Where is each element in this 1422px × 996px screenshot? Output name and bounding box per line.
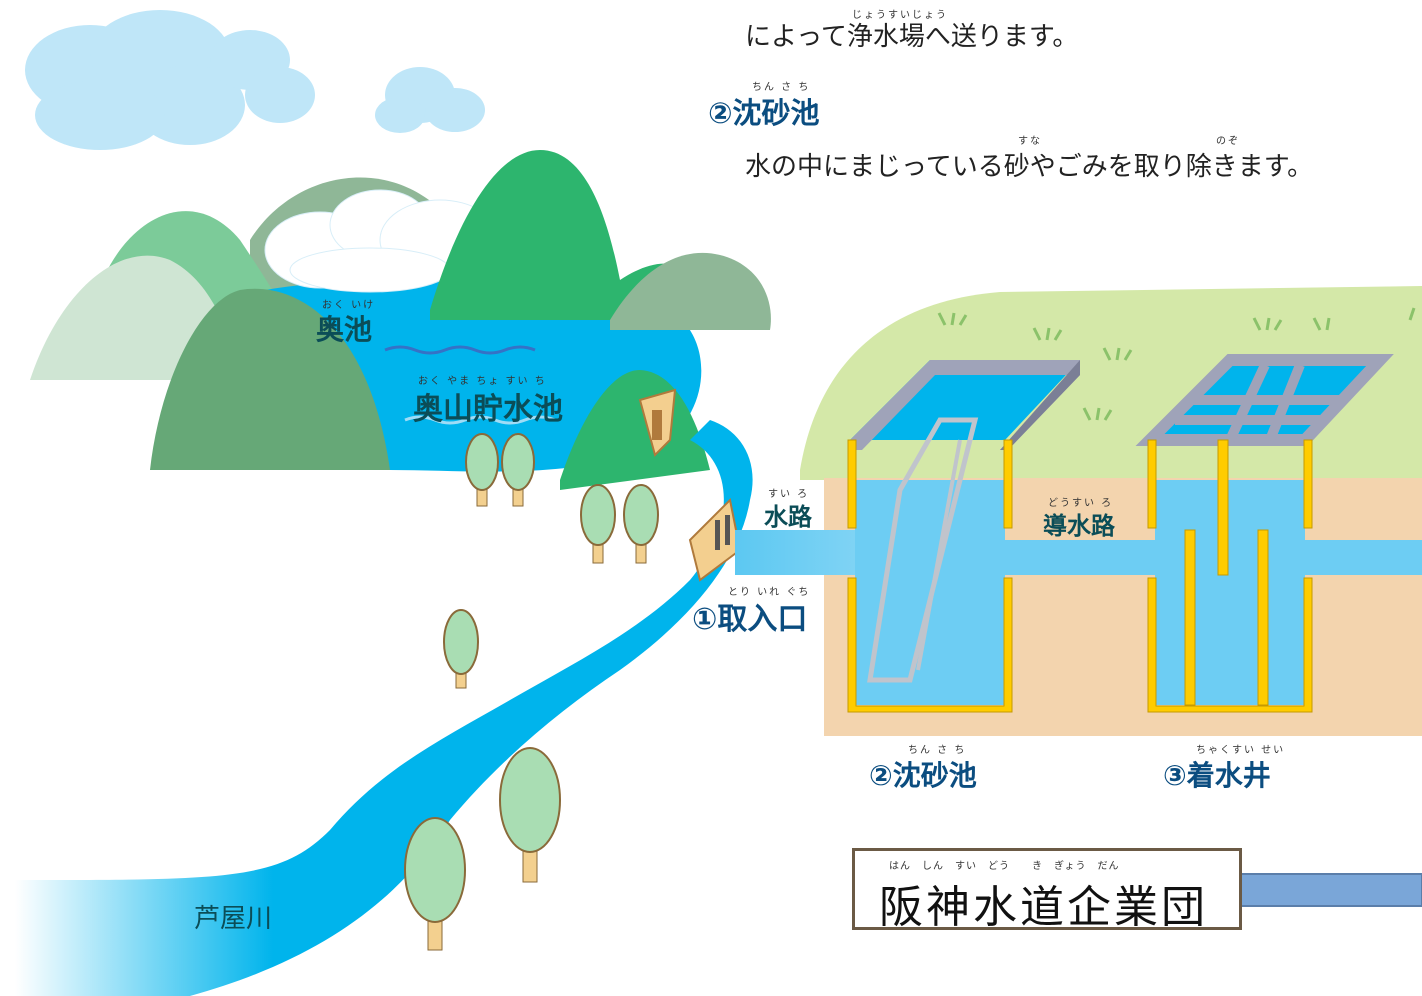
suiro-ruby: すい ろ: [768, 489, 810, 500]
intake-channel: [735, 530, 855, 575]
okuike-label: 奥池: [316, 313, 373, 346]
intro-line2: 水の中にまじっている砂やごみを取り除きます。: [745, 152, 1314, 182]
tree-icon: [443, 609, 479, 689]
mountains-front: [150, 150, 771, 490]
intake-label: ①取入口: [692, 602, 808, 637]
chinsachi-label: ②沈砂池: [869, 759, 977, 792]
reservoir-ruby: おく やま ちょ すい ち: [418, 376, 547, 387]
tree-icon: [404, 817, 466, 951]
org-pipe: [1239, 873, 1422, 907]
ashiya-river: [15, 420, 753, 996]
chinsachi-ruby: ちん さ ち: [908, 745, 967, 756]
cloud-top-left: [25, 10, 315, 150]
chakusuisei-ruby: ちゃくすい せい: [1196, 745, 1286, 756]
trees: [404, 433, 659, 951]
intake-ruby: とり いれ ぐち: [728, 587, 811, 598]
tree-icon: [499, 747, 561, 883]
conduit: [1005, 540, 1175, 575]
cloud-small: [375, 67, 485, 133]
river-label: 芦屋川: [194, 904, 273, 934]
tree-icon: [580, 484, 616, 564]
intake-icon: [688, 497, 742, 582]
tree-icon: [501, 433, 535, 507]
ruby-nozo: のぞ: [1216, 136, 1240, 147]
receiving-well: [1135, 354, 1394, 713]
okuike-ruby: おく いけ: [322, 300, 376, 311]
dousuiro-label: 導水路: [1043, 512, 1115, 540]
organization-name: 阪神水道企業団: [879, 882, 1208, 933]
suiro-label: 水路: [764, 503, 812, 531]
organization-box: はん しん すい どう き ぎょう だん 阪神水道企業団: [852, 848, 1242, 933]
intro-line1: によって浄水場へ送ります。: [745, 22, 1079, 52]
chakusuisei-label: ③着水井: [1163, 759, 1271, 792]
sedimentation-basin: [847, 360, 1080, 713]
reservoir-label: 奥山貯水池: [413, 392, 563, 427]
tree-icon: [623, 484, 659, 564]
organization-ruby: はん しん すい どう き ぎょう だん: [889, 861, 1120, 872]
intro-line1-ruby: じょうすいじょう: [852, 10, 948, 21]
dam-icon: [638, 388, 677, 457]
heading-ruby: ちん さ ち: [752, 82, 811, 93]
step-heading: ②沈砂池: [708, 96, 820, 130]
ruby-suna: すな: [1018, 136, 1042, 147]
tree-icon: [465, 433, 499, 507]
outflow: [1300, 540, 1422, 575]
dousuiro-ruby: どうすい ろ: [1048, 498, 1114, 509]
